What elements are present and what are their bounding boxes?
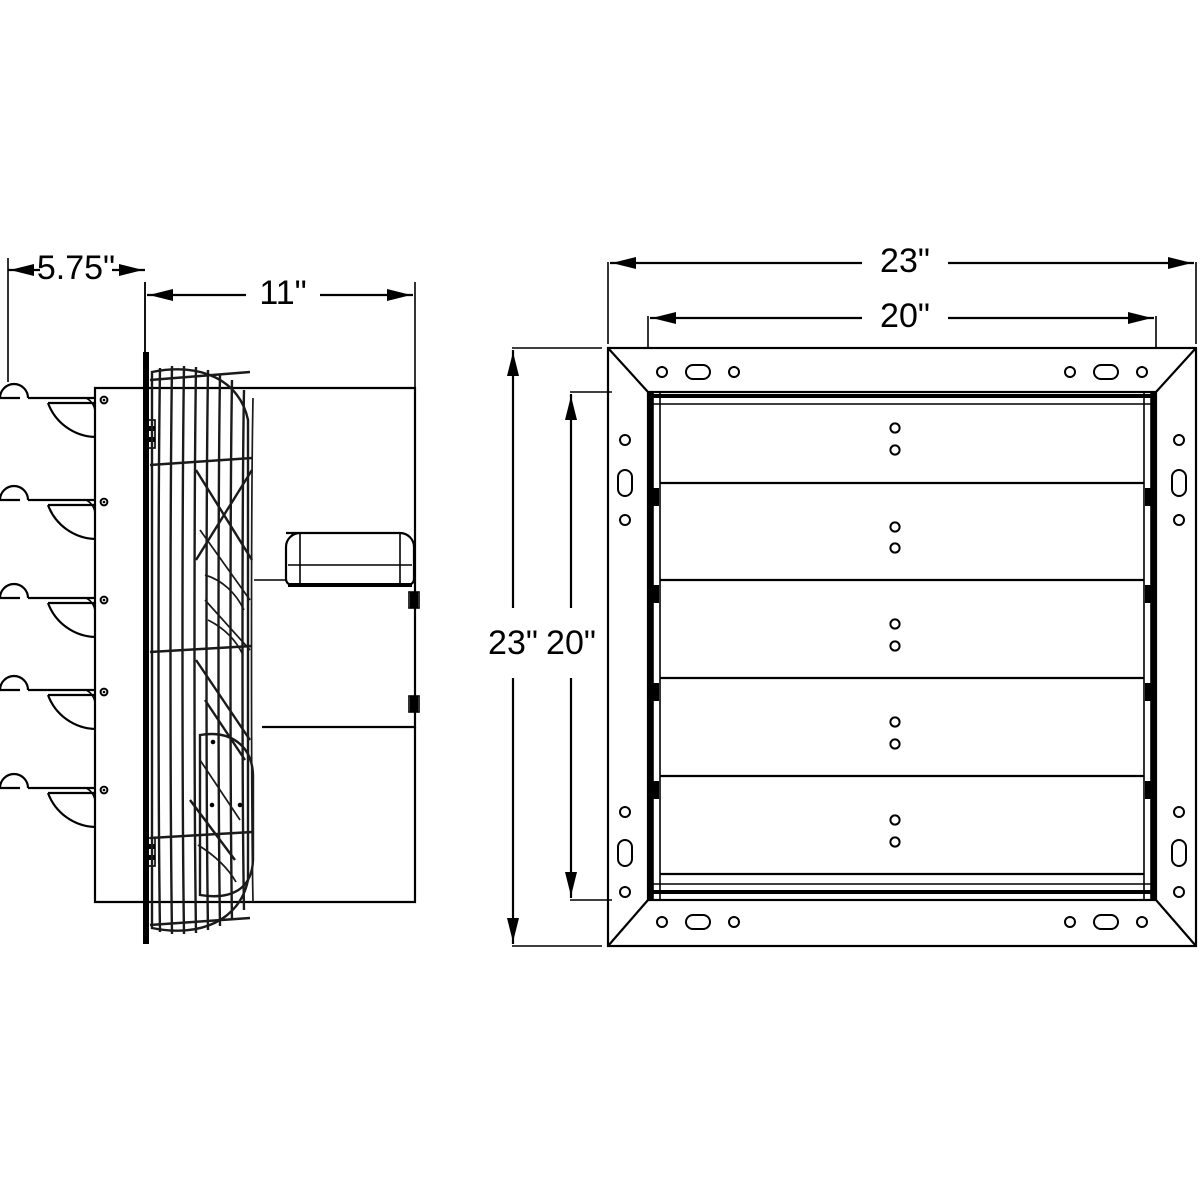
dimension-overall-width: 23"	[607, 242, 1197, 344]
blade-pivot-brackets	[650, 488, 1154, 799]
flange-holes-top	[656, 364, 1148, 380]
louver-blade-side	[0, 382, 96, 439]
fan-guard-wires	[149, 365, 255, 935]
dim-label-opening-width: 20"	[880, 297, 930, 335]
shutter-side-rails	[648, 391, 1156, 901]
louver-blade-side	[0, 484, 96, 541]
louver-blade-front	[660, 814, 1144, 876]
dim-label-overall-width: 23"	[880, 242, 930, 280]
flange-holes-bottom	[656, 914, 1148, 930]
dimension-overall-height: 23"	[488, 347, 602, 947]
motor-junction-box	[254, 531, 416, 587]
louver-blade-front	[660, 618, 1144, 680]
front-view-group: 23" 20" 23"	[488, 242, 1198, 948]
side-view-group: 5.75" 11"	[0, 249, 420, 944]
dim-label-fan-depth: 11"	[259, 274, 306, 312]
louver-blade-side	[0, 772, 96, 829]
dim-label-overall-height: 23"	[488, 624, 538, 662]
front-louver-blades	[660, 422, 1144, 876]
louver-blade-front	[660, 422, 1144, 485]
side-louver-blades	[0, 382, 109, 829]
dimension-shutter-depth: 5.75"	[7, 249, 146, 382]
louver-blade-side	[0, 674, 96, 731]
dimension-opening-width: 20"	[647, 297, 1157, 348]
louver-blade-side	[0, 582, 96, 639]
dim-label-shutter-depth: 5.75"	[37, 249, 115, 287]
louver-blade-front	[660, 716, 1144, 778]
dimension-fan-depth: 11"	[144, 274, 416, 740]
dim-label-opening-height: 20"	[546, 624, 596, 662]
flange-holes-right	[1171, 434, 1187, 898]
flange-holes-left	[617, 434, 633, 898]
dimension-opening-height: 20"	[546, 391, 612, 901]
louver-blade-front	[660, 521, 1144, 582]
